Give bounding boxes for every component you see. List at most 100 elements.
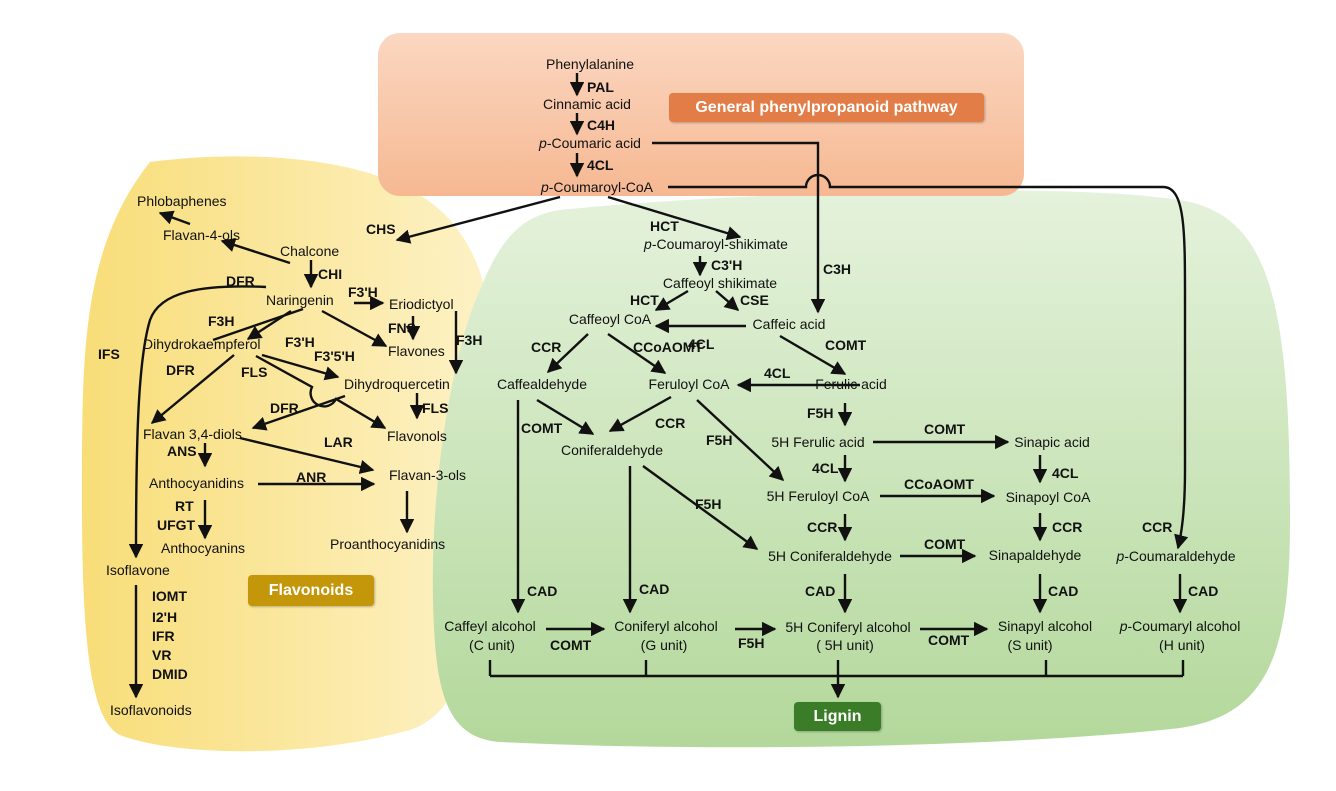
enzyme-4cl: 4CL — [812, 460, 839, 476]
enzyme-labels: PAL C4H 4CL CHS CHI DFR F3H F3'H F3'H F3… — [98, 79, 1218, 682]
enzyme-vr: VR — [152, 647, 171, 663]
5h-coniferyl-alcohol: 5H Coniferyl alcohol — [785, 619, 910, 635]
enzyme-f3ph: F3'H — [285, 334, 315, 350]
p-coumaroyl-coa: p-Coumaroyl-CoA — [540, 179, 654, 195]
enzyme-ifr: IFR — [152, 628, 175, 644]
enzyme-4cl: 4CL — [688, 336, 715, 352]
enzyme-hct: HCT — [630, 292, 659, 308]
enzyme-cad: CAD — [527, 583, 557, 599]
caffeyl-unit: (C unit) — [469, 637, 515, 653]
caffeoyl-shikimate: Caffeoyl shikimate — [663, 275, 777, 291]
coniferyl-unit: (G unit) — [641, 637, 688, 653]
p-coumaroyl-shikimate: p-Coumaroyl-shikimate — [643, 236, 788, 252]
flavonols: Flavonols — [387, 428, 447, 444]
enzyme-c4h: C4H — [587, 117, 615, 133]
compound-labels: Phenylalanine Cinnamic acid p-Coumaric a… — [106, 56, 1240, 718]
enzyme-f5h: F5H — [738, 635, 764, 651]
caffeic-acid: Caffeic acid — [753, 316, 826, 332]
enzyme-ufgt: UFGT — [157, 517, 196, 533]
p-coumaric-acid: p-Coumaric acid — [538, 135, 641, 151]
naringenin: Naringenin — [266, 292, 334, 308]
flavonoids-badge: Flavonoids — [248, 575, 374, 606]
enzyme-comt: COMT — [928, 632, 970, 648]
enzyme-f5h: F5H — [695, 496, 721, 512]
isoflavone: Isoflavone — [106, 562, 170, 578]
enzyme-i2h: I2'H — [152, 609, 177, 625]
enzyme-cad: CAD — [639, 581, 669, 597]
flavonoid-region — [81, 156, 492, 752]
proanthocyanidins: Proanthocyanidins — [330, 536, 445, 552]
enzyme-comt: COMT — [825, 337, 867, 353]
flavones: Flavones — [388, 343, 445, 359]
enzyme-f5h: F5H — [706, 432, 732, 448]
enzyme-ifs: IFS — [98, 346, 120, 362]
lignin-region — [432, 190, 1290, 748]
anthocyanidins: Anthocyanidins — [149, 475, 244, 491]
sinapyl-unit: (S unit) — [1007, 637, 1052, 653]
chalcone: Chalcone — [280, 243, 339, 259]
flavan-3-4-diols: Flavan 3,4-diols — [143, 426, 242, 442]
pathway-arrows — [128, 73, 1189, 699]
enzyme-hct: HCT — [650, 218, 679, 234]
enzyme-chs: CHS — [366, 221, 396, 237]
phlobaphenes: Phlobaphenes — [137, 193, 227, 209]
enzyme-f3h: F3H — [208, 313, 234, 329]
enzyme-dfr: DFR — [226, 273, 255, 289]
caffeoyl-coa: Caffeoyl CoA — [569, 311, 652, 327]
enzyme-f3ph: F3'H — [348, 284, 378, 300]
coniferaldehyde: Coniferaldehyde — [561, 442, 663, 458]
5h-ferulic-acid: 5H Ferulic acid — [771, 434, 864, 450]
enzyme-iomt: IOMT — [152, 588, 187, 604]
enzyme-cad: CAD — [1188, 583, 1218, 599]
enzyme-comt: COMT — [924, 421, 966, 437]
caffeyl-alcohol: Caffeyl alcohol — [444, 618, 536, 634]
sinapic-acid: Sinapic acid — [1014, 434, 1090, 450]
feruloyl-coa: Feruloyl CoA — [649, 376, 731, 392]
flavan-3-ols: Flavan-3-ols — [389, 467, 466, 483]
anthocyanins: Anthocyanins — [161, 540, 245, 556]
5h-feruloyl-coa: 5H Feruloyl CoA — [767, 488, 870, 504]
enzyme-fls: FLS — [241, 364, 267, 380]
enzyme-cad: CAD — [1048, 583, 1078, 599]
sinapaldehyde: Sinapaldehyde — [989, 547, 1082, 563]
dihydroquercetin: Dihydroquercetin — [344, 376, 450, 392]
enzyme-4cl: 4CL — [764, 365, 791, 381]
enzyme-dfr: DFR — [166, 362, 195, 378]
sinapoyl-coa: Sinapoyl CoA — [1006, 489, 1091, 505]
enzyme-ccoaomt: CCoAOMT — [633, 339, 703, 355]
flavan-4-ols: Flavan-4-ols — [163, 227, 240, 243]
cinnamic-acid: Cinnamic acid — [543, 96, 631, 112]
ferulic-acid: Ferulic acid — [815, 376, 887, 392]
enzyme-c3h: C3H — [823, 261, 851, 277]
enzyme-ccr: CCR — [1052, 519, 1082, 535]
enzyme-lar: LAR — [324, 434, 353, 450]
enzyme-cad: CAD — [805, 583, 835, 599]
enzyme-ccr: CCR — [1142, 519, 1172, 535]
dihydrokaempferol: Dihydrokaempferol — [143, 336, 261, 352]
enzyme-anr: ANR — [296, 469, 326, 485]
enzyme-c3ph: C3'H — [711, 257, 742, 273]
p-coumaraldehyde: p-Coumaraldehyde — [1115, 548, 1235, 564]
enzyme-ccoaomt: CCoAOMT — [904, 476, 974, 492]
enzyme-chi: CHI — [318, 266, 342, 282]
enzyme-comt: COMT — [550, 637, 592, 653]
caffealdehyde: Caffealdehyde — [497, 376, 587, 392]
enzyme-ccr: CCR — [655, 415, 685, 431]
enzyme-4cl: 4CL — [1052, 465, 1079, 481]
5h-coniferyl-unit: ( 5H unit) — [816, 637, 874, 653]
enzyme-ccr: CCR — [807, 519, 837, 535]
isoflavonoids: Isoflavonoids — [110, 702, 192, 718]
enzyme-f3h: F3H — [456, 332, 482, 348]
enzyme-dfr: DFR — [270, 400, 299, 416]
enzyme-cse: CSE — [740, 292, 769, 308]
coumaryl-unit: (H unit) — [1159, 637, 1205, 653]
coniferyl-alcohol: Coniferyl alcohol — [614, 618, 718, 634]
p-coumaryl-alcohol: p-Coumaryl alcohol — [1119, 618, 1241, 634]
enzyme-dmid: DMID — [152, 666, 188, 682]
enzyme-fls: FLS — [422, 400, 448, 416]
sinapyl-alcohol: Sinapyl alcohol — [998, 618, 1092, 634]
enzyme-ccr: CCR — [531, 339, 561, 355]
enzyme-f5h: F5H — [807, 405, 833, 421]
